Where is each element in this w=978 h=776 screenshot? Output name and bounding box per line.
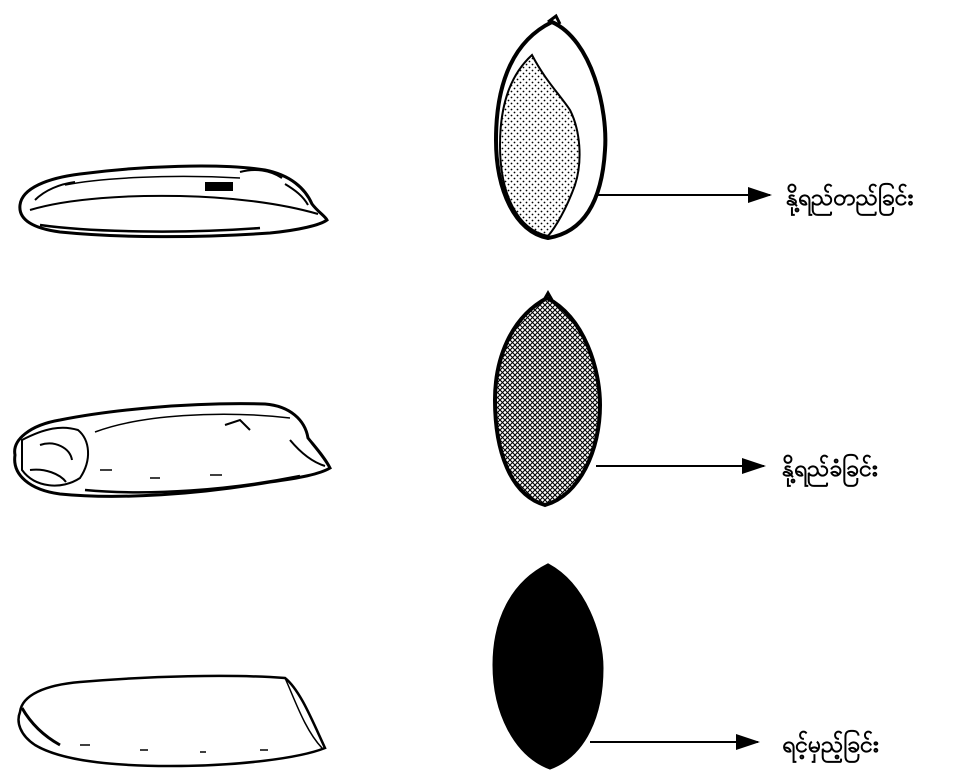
side-grain-3: [19, 676, 325, 766]
front-grain-3: [494, 565, 602, 768]
front-grain-2: [495, 293, 600, 505]
stage-label-milk: နို့ရည်တည်ခြင်း: [786, 183, 914, 216]
side-grain-2: [15, 404, 330, 497]
side-grain-1: [20, 166, 327, 237]
stage-label-dough: နို့ရည်ခံခြင်း: [782, 454, 878, 487]
stage-label-mature: ရင့်မှည့်ခြင်း: [782, 730, 879, 763]
front-grain-1: [496, 16, 605, 238]
